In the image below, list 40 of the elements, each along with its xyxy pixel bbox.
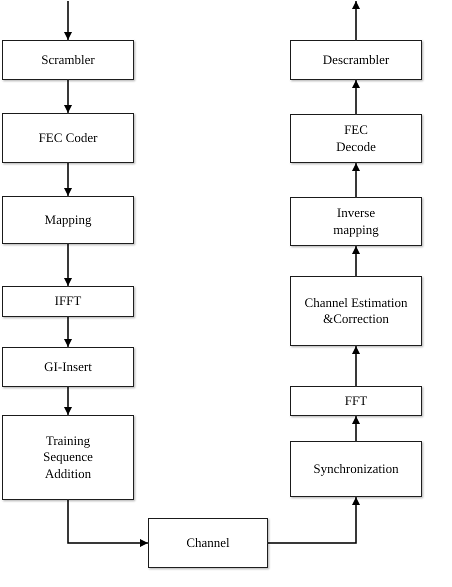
box-label: Inverse mapping bbox=[332, 205, 380, 238]
process-box bbox=[290, 441, 422, 497]
process-box bbox=[148, 518, 268, 568]
process-box bbox=[2, 113, 134, 163]
process-box bbox=[290, 276, 422, 346]
arrow bbox=[64, 317, 72, 347]
arrow bbox=[268, 497, 360, 544]
process-box bbox=[2, 347, 134, 387]
box-label: FEC Decode bbox=[335, 122, 377, 155]
box-label: Scrambler bbox=[41, 52, 95, 68]
process-box bbox=[2, 286, 134, 317]
arrow bbox=[67, 500, 148, 547]
process-box bbox=[290, 40, 422, 80]
box-label: GI-Insert bbox=[44, 358, 92, 376]
process-box bbox=[290, 114, 422, 163]
arrow bbox=[352, 163, 360, 197]
box-label: FEC Coder bbox=[38, 130, 98, 146]
box-label: FFT bbox=[344, 392, 368, 410]
box-label: Descrambler bbox=[322, 52, 390, 68]
box-label: Synchronization bbox=[313, 460, 399, 478]
process-box bbox=[290, 197, 422, 246]
process-box bbox=[2, 40, 134, 80]
arrow bbox=[64, 387, 72, 415]
box-label: Mapping bbox=[44, 212, 92, 228]
arrow bbox=[64, 244, 72, 286]
box-label: Channel Estimation &Correction bbox=[304, 294, 408, 328]
arrow bbox=[352, 80, 360, 114]
process-box bbox=[2, 415, 134, 500]
arrow bbox=[352, 246, 360, 276]
box-label: IFFT bbox=[54, 293, 82, 310]
box-label: Training Sequence Addition bbox=[42, 433, 94, 482]
arrow bbox=[64, 163, 72, 196]
arrow bbox=[64, 80, 72, 113]
arrow bbox=[352, 346, 360, 386]
process-box bbox=[290, 386, 422, 416]
arrow bbox=[64, 1, 72, 40]
arrow bbox=[352, 416, 360, 441]
arrow bbox=[352, 1, 360, 40]
process-box bbox=[2, 196, 134, 244]
box-label: Channel bbox=[186, 534, 230, 552]
